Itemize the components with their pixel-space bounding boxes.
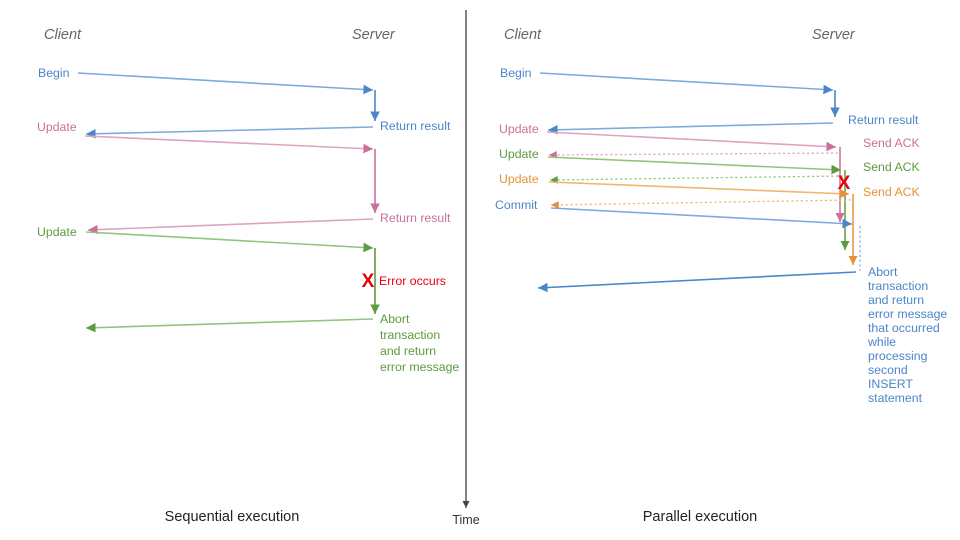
right-client-lane-heading: Client <box>504 27 542 43</box>
panel-parallel: Client Server Begin Return result Update <box>495 27 951 525</box>
left-msg-return-result-blue: Return result <box>85 119 451 139</box>
right-abort-line-4: that occurred <box>868 321 940 335</box>
right-abort-line-0: Abort <box>868 265 898 279</box>
right-abort-return-arrow <box>537 271 857 293</box>
left-msg-update-pink: Update <box>37 120 374 154</box>
right-send-ack-1-arrow <box>548 151 839 159</box>
right-abort-line-6: processing <box>868 349 928 363</box>
right-abort-line-7: second <box>868 363 908 377</box>
right-msg-begin: Begin <box>500 66 834 95</box>
left-return-result-1-arrow <box>85 126 374 139</box>
left-begin-arrow <box>77 72 374 95</box>
right-commit-label: Commit <box>495 198 538 212</box>
right-msg-update-green: Update <box>499 147 842 175</box>
right-send-ack-3-arrow <box>550 199 852 209</box>
right-update-3-arrow <box>548 181 850 199</box>
left-update-2-arrow <box>85 231 374 253</box>
left-error-marker: X Error occurs <box>362 271 446 292</box>
right-update-1-arrow <box>546 131 837 152</box>
right-server-lane-heading: Server <box>812 27 856 43</box>
left-return-result-2-arrow <box>87 218 374 235</box>
right-abort-line-1: transaction <box>868 279 928 293</box>
right-error-marker: X <box>838 173 851 194</box>
right-error-x-icon: X <box>838 173 851 194</box>
right-msg-commit: Commit <box>495 198 853 229</box>
right-update-2-arrow <box>547 156 842 175</box>
left-return-result-1-label: Return result <box>380 119 451 133</box>
right-commit-arrow <box>550 207 853 229</box>
right-msg-return-result: Return result <box>547 113 919 135</box>
left-update-1-arrow <box>84 135 374 154</box>
right-send-ack-2-arrow <box>549 175 844 184</box>
right-send-ack-2-label: Send ACK <box>863 160 921 174</box>
right-abort-line-8: INSERT <box>868 377 913 391</box>
right-abort-line-3: error message <box>868 307 947 321</box>
right-begin-arrow <box>539 72 834 95</box>
left-abort-return-label: Abort transaction and return error messa… <box>380 312 459 374</box>
right-update-1-label: Update <box>499 122 539 136</box>
left-abort-line-0: Abort <box>380 312 410 326</box>
time-axis: Time <box>452 10 480 527</box>
left-abort-line-3: error message <box>380 360 459 374</box>
left-error-occurs-label: Error occurs <box>379 274 446 288</box>
right-msg-update-pink: Update <box>499 122 837 152</box>
left-msg-return-result-pink: Return result <box>87 211 451 235</box>
right-abort-return-label: Abort transaction and return error messa… <box>867 265 951 405</box>
left-msg-begin: Begin <box>38 66 374 95</box>
left-return-result-2-label: Return result <box>380 211 451 225</box>
right-abort-line-9: statement <box>868 391 923 405</box>
left-client-lane-heading: Client <box>44 27 82 43</box>
panel-sequential: Client Server Begin Return result Update <box>37 27 459 525</box>
time-axis-label: Time <box>452 513 479 527</box>
left-abort-return-arrow <box>85 318 374 333</box>
right-update-2-label: Update <box>499 147 539 161</box>
right-msg-send-ack-orange: Send ACK <box>550 185 921 209</box>
left-server-lane-heading: Server <box>352 27 396 43</box>
right-begin-label: Begin <box>500 66 532 80</box>
right-msg-update-orange: Update <box>499 172 850 199</box>
left-msg-update-green: Update <box>37 225 374 253</box>
right-return-result-label: Return result <box>848 113 919 127</box>
left-error-x-icon: X <box>362 271 375 292</box>
right-panel-caption: Parallel execution <box>643 509 757 525</box>
right-update-3-label: Update <box>499 172 539 186</box>
left-begin-label: Begin <box>38 66 70 80</box>
left-panel-caption: Sequential execution <box>165 509 300 525</box>
right-msg-send-ack-pink: Send ACK <box>548 136 921 159</box>
left-update-2-label: Update <box>37 225 77 239</box>
left-abort-line-1: transaction <box>380 328 440 342</box>
right-return-result-arrow <box>547 122 834 135</box>
right-send-ack-3-label: Send ACK <box>863 185 921 199</box>
left-abort-line-2: and return <box>380 344 436 358</box>
right-abort-line-2: and return <box>868 293 924 307</box>
right-msg-abort-return: Abort transaction and return error messa… <box>537 265 951 405</box>
right-abort-line-5: while <box>867 335 896 349</box>
left-msg-abort-return: Abort transaction and return error messa… <box>85 312 459 374</box>
left-update-1-label: Update <box>37 120 77 134</box>
right-msg-send-ack-green: Send ACK <box>549 160 921 184</box>
right-send-ack-1-label: Send ACK <box>863 136 921 150</box>
